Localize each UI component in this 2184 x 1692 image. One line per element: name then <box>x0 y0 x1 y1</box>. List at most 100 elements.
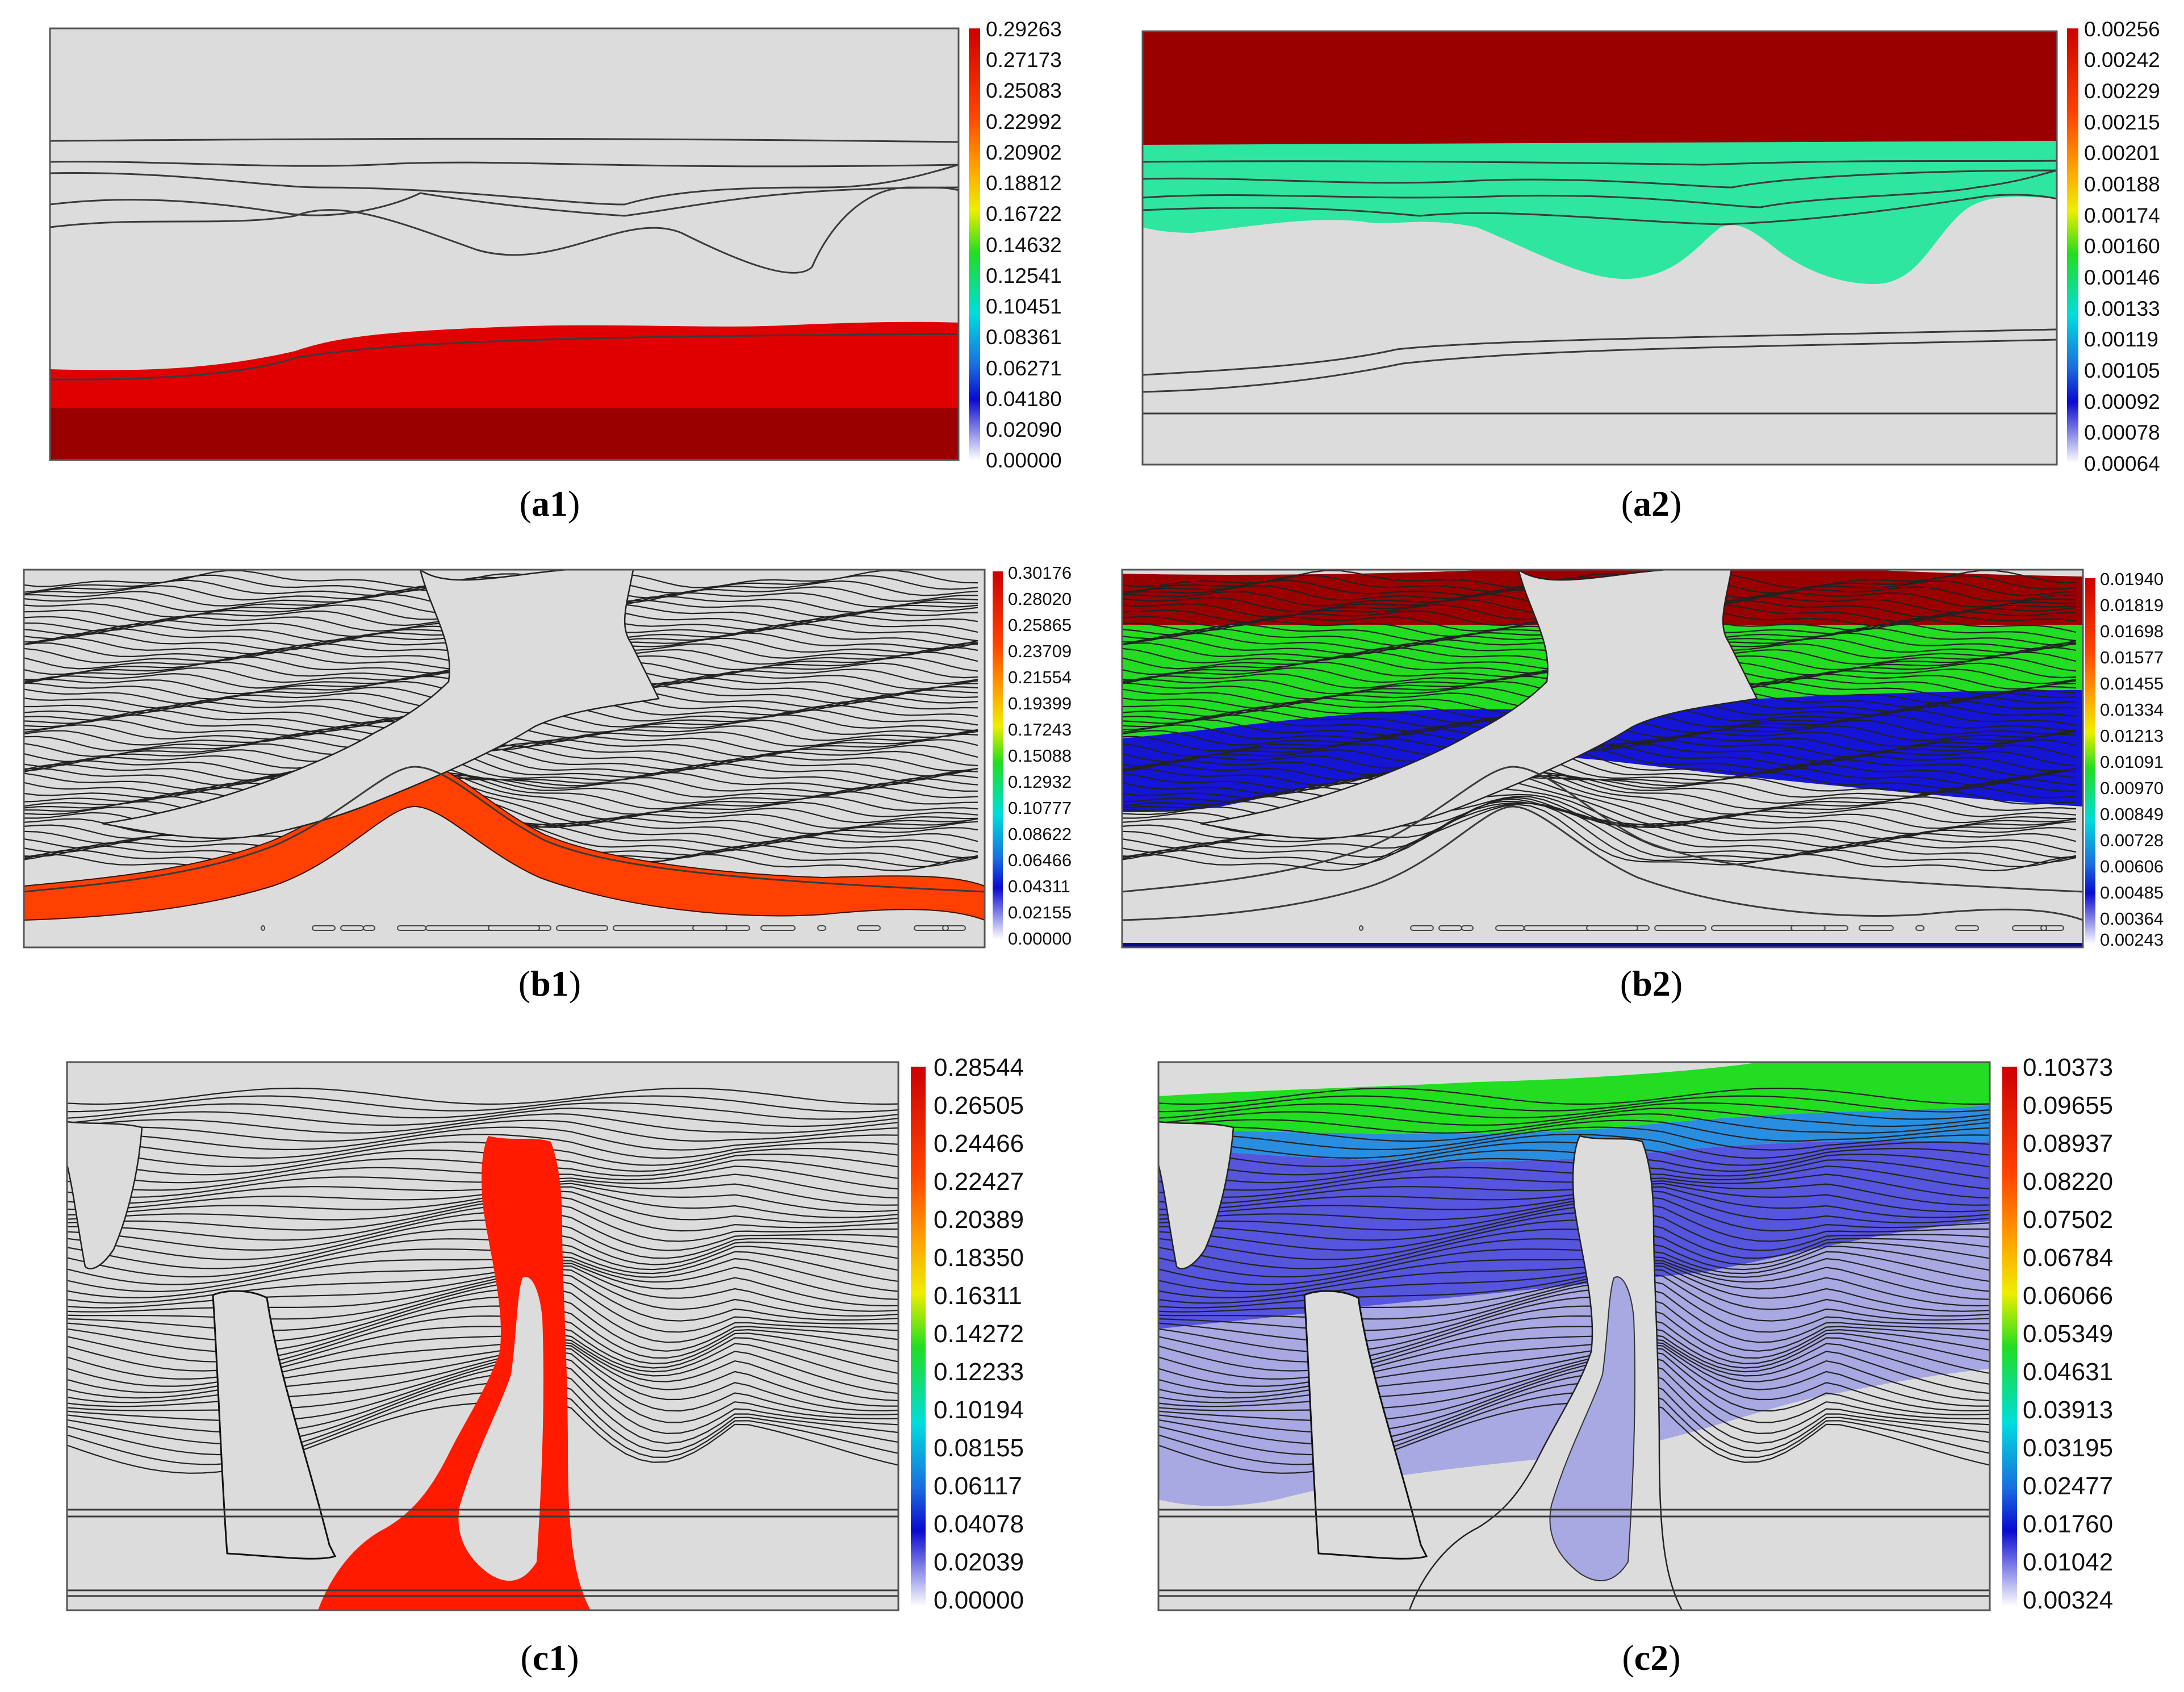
panel-b1-small-body <box>312 925 336 931</box>
panel-b1-tick: 0.12932 <box>1008 772 1072 792</box>
panel-b2-tick: 0.01819 <box>2100 595 2164 615</box>
panel-b1-tick: 0.25865 <box>1008 615 1072 635</box>
panel-b2-small-body <box>1790 925 1848 931</box>
panel-a1-tick: 0.25083 <box>986 79 1062 102</box>
panel-a1-tick: 0.14632 <box>986 233 1062 257</box>
panel-c2-stratum-line <box>1158 1356 1990 1423</box>
panel-b2-tick: 0.01698 <box>2100 621 2164 641</box>
panel-c1-tick: 0.28544 <box>934 1054 1024 1081</box>
panel-c2-tick: 0.01760 <box>2023 1510 2113 1538</box>
panel-a2-tick: 0.00256 <box>2084 18 2160 41</box>
panel-a2-colorbar-ticks: 0.00256 0.00242 0.00229 0.00215 0.00201 … <box>2084 18 2160 475</box>
panel-a1-tick: 0.02090 <box>986 418 1062 441</box>
panel-c1-caption: (c1) <box>520 1637 579 1678</box>
panel-a1-tick: 0.00000 <box>986 449 1062 472</box>
panel-c2-tick: 0.02477 <box>2023 1472 2113 1500</box>
panel-b2-stratum-line <box>1122 751 2077 786</box>
panel-b2-small-body <box>1859 925 1894 931</box>
panel-a1-boundary-line <box>49 186 959 217</box>
panel-b1-small-body <box>556 925 608 931</box>
panel-a2-tick: 0.00146 <box>2084 266 2160 289</box>
panel-b2-small-body <box>1410 925 1434 931</box>
panel-a1-boundary-line <box>49 137 959 143</box>
panel-a2-tick: 0.00174 <box>2084 204 2160 227</box>
panel-c2-strata-lines <box>1158 1087 1990 1474</box>
panel-b2-bottom-blue-edge <box>1122 943 2083 947</box>
panel-a1-caption: (a1) <box>520 483 580 524</box>
panel-c1-frame <box>66 1061 899 1611</box>
panel-c1-tick: 0.14272 <box>934 1320 1024 1348</box>
panel-c2-stratum-line <box>1158 1262 1990 1307</box>
panel-c2-stratum-line <box>1158 1102 1990 1120</box>
panel-b1-tick: 0.02155 <box>1008 903 1072 922</box>
panel-c1-stratum-line <box>67 1273 898 1322</box>
panel-c1-stratum-line <box>67 1268 898 1317</box>
panel-b1-frame <box>23 569 986 949</box>
panel-b1-tick: 0.23709 <box>1008 641 1072 661</box>
panel-b1-tick: 0.10777 <box>1008 798 1072 818</box>
panel-a2-boundary-line <box>1142 169 2057 189</box>
panel-c2-stratum-line <box>1158 1238 1990 1278</box>
panel-b2-small-bodies <box>1359 925 2064 931</box>
panel-b2-frame <box>1121 569 2084 949</box>
panel-b1-small-body <box>261 925 265 931</box>
panel-c1-colorbar <box>911 1067 926 1606</box>
panel-b2-tick: 0.00606 <box>2100 857 2164 876</box>
panel-c2-stratum-line <box>1158 1211 1990 1251</box>
panel-c2-stratum-line <box>1158 1149 1990 1176</box>
panel-a2-tick: 0.00242 <box>2084 48 2160 72</box>
panel-c2-stratum-line <box>1158 1265 1990 1312</box>
panel-c1-tick: 0.10194 <box>934 1396 1024 1424</box>
panel-b1-colorbar-ticks: 0.30176 0.28020 0.25865 0.23709 0.21554 … <box>1008 563 1072 949</box>
panel-a2-caption: (a2) <box>1621 483 1682 524</box>
panel-b1-salt-body <box>102 570 660 839</box>
panel-a2-boundary-line <box>1142 328 2057 376</box>
panel-a2-tick: 0.00119 <box>2084 328 2158 351</box>
panel-a2-boundary-line <box>1142 169 2057 208</box>
panel-c1-stratum-line <box>67 1296 898 1353</box>
panel-c2-stratum-line <box>1158 1273 1990 1322</box>
panel-c1-stratum-line <box>67 1228 898 1269</box>
panel-b1-small-body <box>488 925 551 931</box>
panel-c2-tick: 0.07502 <box>2023 1206 2113 1234</box>
panel-c2-stratum-line <box>1158 1342 1990 1402</box>
panel-c1-diapir-inner-gap <box>458 1277 543 1581</box>
panel-c2-central-salt-pillar <box>1303 1290 1428 1560</box>
panel-a1-boundary-line <box>49 186 959 274</box>
panel-c1-stratum-line <box>67 1126 898 1151</box>
panel-b1-tick: 0.00000 <box>1008 929 1072 949</box>
panel-c1-stratum-line <box>67 1288 898 1343</box>
panel-a2-tick: 0.00133 <box>2084 297 2160 320</box>
panel-b2-small-body <box>1461 925 1474 931</box>
panel-b1-stratum-line <box>24 751 978 786</box>
panel-b1-tick: 0.04311 <box>1008 876 1070 896</box>
panel-a2-tick: 0.00105 <box>2084 359 2160 382</box>
panel-c1-stratum-line <box>67 1305 898 1363</box>
panel-c2-stratum-line <box>1158 1288 1990 1343</box>
panel-a2-tick: 0.00215 <box>2084 111 2160 134</box>
panel-c1-stratum-line <box>67 1347 898 1411</box>
panel-c1-tick: 0.04078 <box>934 1510 1024 1538</box>
panel-b2-tick: 0.00849 <box>2100 804 2164 824</box>
panel-c2-tick: 0.00324 <box>2023 1586 2113 1614</box>
panel-b2-stratum-line <box>1122 746 2077 772</box>
panel-a2-tick: 0.00160 <box>2084 235 2160 258</box>
panel-c1-stratum-line <box>67 1262 898 1307</box>
panel-c1-stratum-line <box>67 1265 898 1312</box>
panel-b2-small-body <box>1955 925 1979 931</box>
panel-a2-tick: 0.00078 <box>2084 421 2160 444</box>
panel-c1-stratum-line <box>67 1107 898 1127</box>
panel-b1-small-body <box>692 925 750 931</box>
panel-c1-stratum-line <box>67 1338 898 1394</box>
panel-c2-tick: 0.04631 <box>2023 1358 2113 1386</box>
panel-b2-stratum-line <box>1122 800 2077 859</box>
panel-b1-tick: 0.08622 <box>1008 824 1072 844</box>
panel-c2-left-salt-wall <box>1158 1121 1235 1269</box>
panel-c1: 0.28544 0.26505 0.24466 0.22427 0.20389 … <box>66 1054 1024 1678</box>
panel-b2-small-body <box>1359 925 1363 931</box>
panel-c1-central-salt-pillar <box>212 1290 337 1560</box>
panel-c1-colorbar-ticks: 0.28544 0.26505 0.24466 0.22427 0.20389 … <box>934 1054 1024 1614</box>
panel-c2-stratum-line <box>1158 1280 1990 1333</box>
panel-b1-stratum-line <box>24 772 978 810</box>
